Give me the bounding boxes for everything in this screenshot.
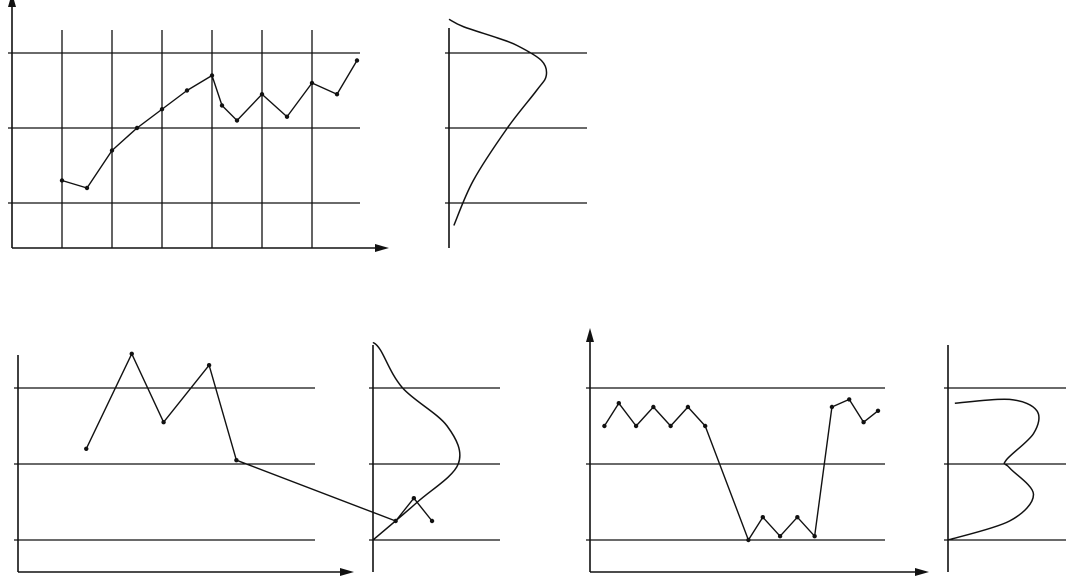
data-point-5 [668,423,673,429]
data-point-6 [184,88,190,93]
data-point-1 [84,446,89,451]
data-point-5 [159,107,165,112]
data-point-11 [795,515,800,520]
data-point-8 [429,518,435,524]
data-point-13 [829,404,835,410]
data-point-1 [59,178,65,183]
data-point-1 [602,423,607,429]
y-axis-arrow [8,0,16,7]
distribution-curve [372,341,461,541]
data-point-8 [219,103,225,108]
data-point-8 [746,537,751,543]
data-point-7 [703,423,708,429]
chart-panel-bottom-left-distribution [369,341,500,572]
x-axis-arrow [375,244,389,252]
chart-panel-bottom-left [14,351,435,576]
data-point-3 [109,148,115,153]
data-point-2 [84,185,90,191]
data-point-12 [812,534,817,539]
data-point-2 [616,401,621,406]
data-point-4 [651,404,656,410]
data-series-line [603,398,879,541]
y-axis-arrow [586,328,594,342]
data-point-16 [875,408,881,413]
data-point-12 [309,80,315,86]
data-point-15 [861,420,866,425]
data-point-5 [234,458,239,463]
data-point-14 [354,58,360,63]
chart-panel-top-left [8,0,389,252]
data-series-line [61,60,358,189]
data-point-11 [284,114,290,119]
data-point-14 [847,397,852,402]
data-point-9 [760,515,765,520]
data-point-13 [334,92,340,97]
distribution-curve [448,18,548,226]
data-point-6 [685,404,691,410]
data-point-10 [777,534,783,539]
data-point-3 [633,423,639,429]
data-series-line [85,353,433,522]
x-axis-arrow [915,568,929,576]
chart-panel-top-left-distribution [445,18,587,248]
data-point-7 [411,496,417,501]
data-point-7 [209,73,215,78]
chart-panel-bottom-right [586,328,929,576]
data-point-10 [259,92,265,97]
data-point-2 [129,351,134,356]
x-axis-arrow [340,568,354,576]
distribution-curve [947,398,1040,541]
data-point-4 [206,363,212,368]
data-point-3 [161,420,166,425]
data-point-4 [134,125,140,131]
chart-panel-bottom-right-distribution [944,345,1066,572]
data-point-9 [234,118,240,123]
